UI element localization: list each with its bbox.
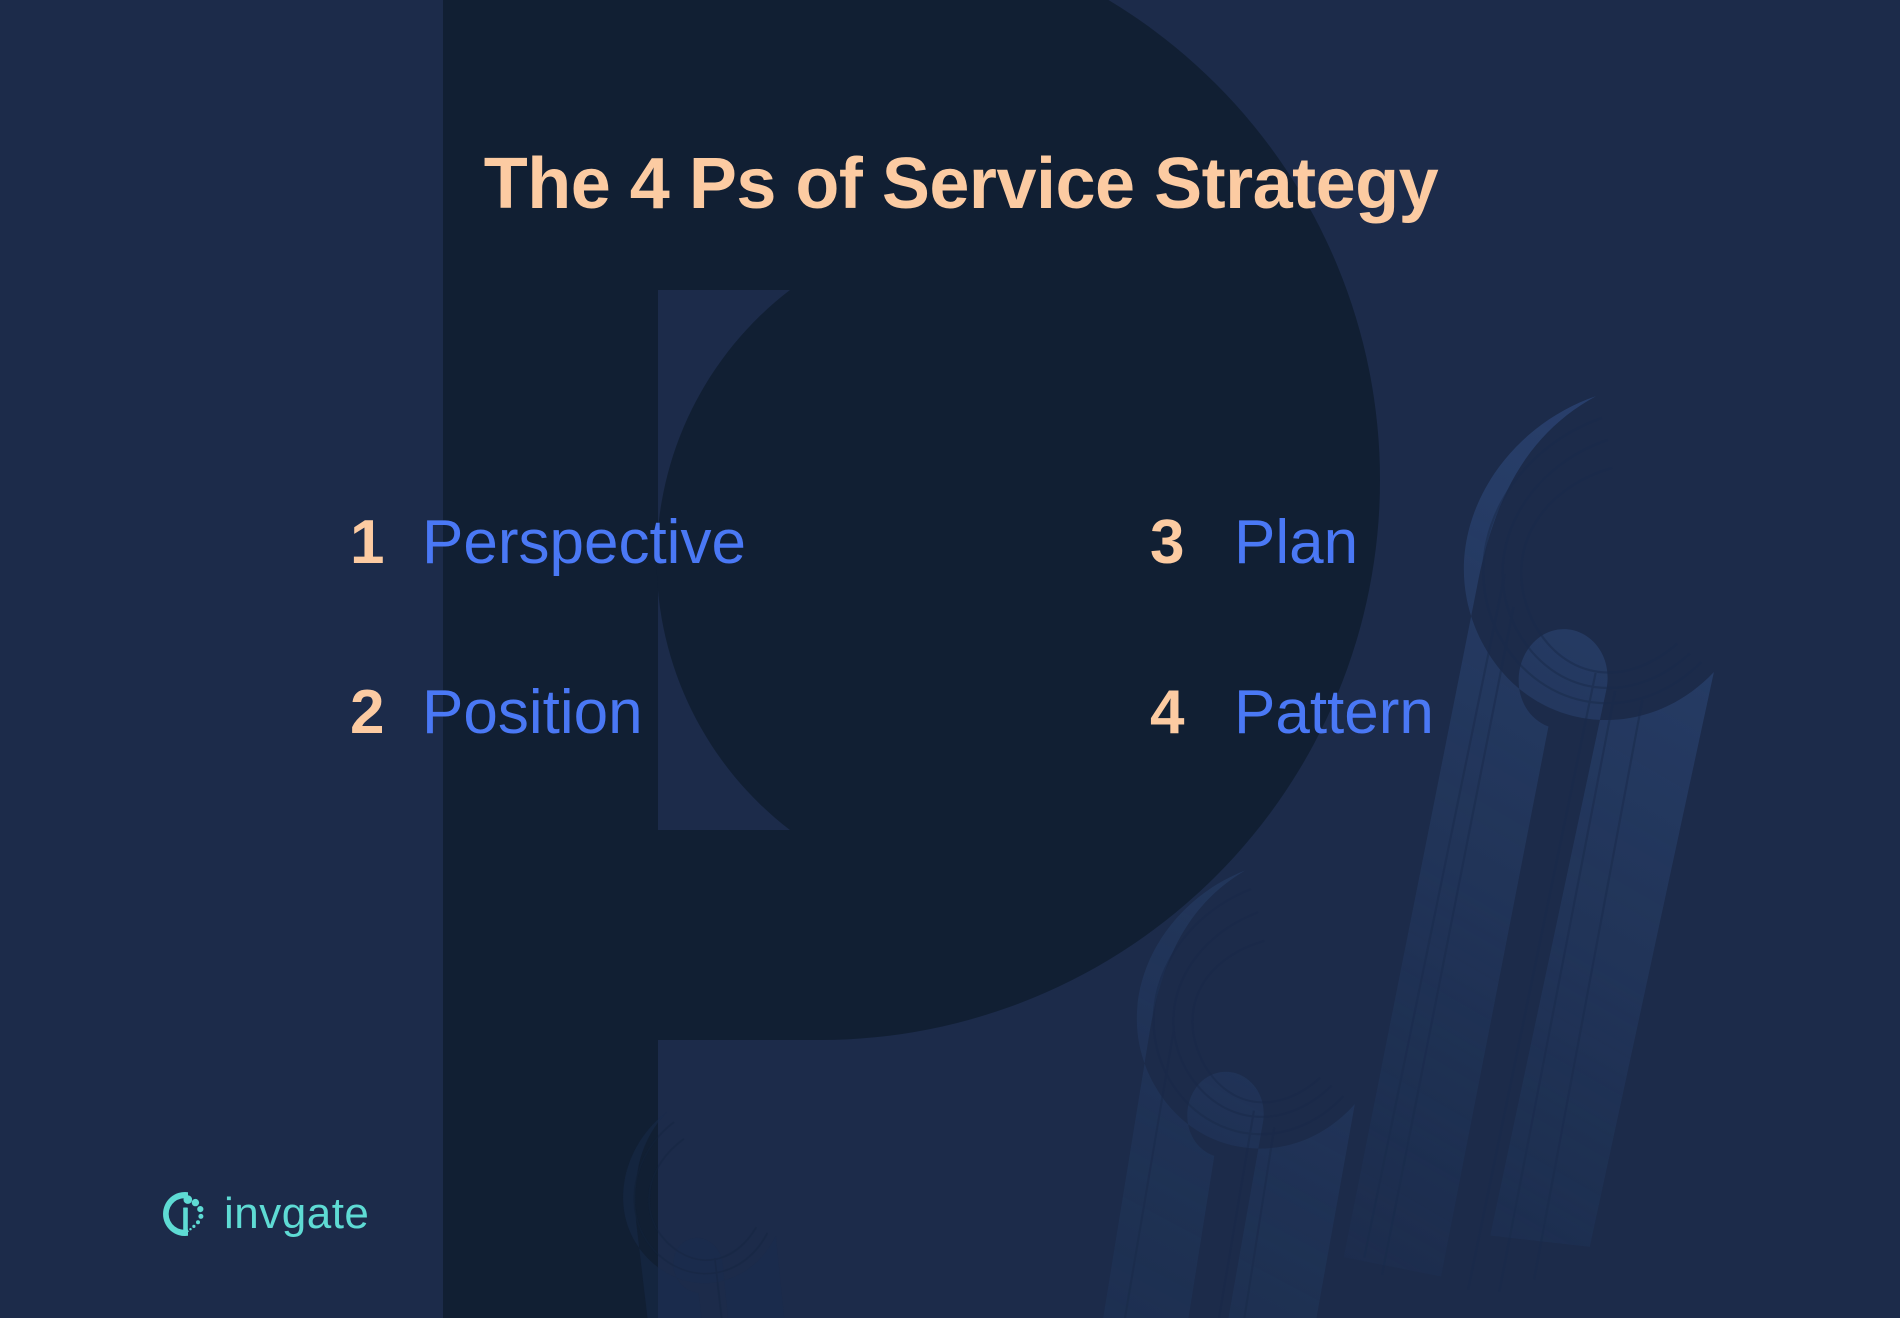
list-item-label: Plan — [1234, 508, 1359, 577]
list-item-position: 2 Position — [350, 682, 1150, 852]
list-item-label: Pattern — [1234, 678, 1434, 747]
invgate-spiral-mark-icon — [158, 1188, 210, 1240]
page-title: The 4 Ps of Service Strategy — [483, 144, 1439, 224]
list-item-pattern: 4 Pattern — [1150, 682, 1590, 852]
watermark-letter-P — [443, 0, 1380, 1318]
list-item-label: Perspective — [422, 508, 746, 577]
invgate-logo: invgate — [158, 1188, 369, 1240]
list-item-number: 1 — [350, 508, 385, 577]
invgate-wordmark: invgate — [224, 1189, 370, 1238]
list-item-number: 4 — [1150, 678, 1185, 747]
list-item-number: 3 — [1150, 508, 1185, 577]
list-item-perspective: 1 Perspective — [350, 512, 1150, 682]
list-item-plan: 3 Plan — [1150, 512, 1590, 682]
brush-strokes — [623, 396, 1714, 1318]
four-ps-list: 1 Perspective 3 Plan 2 Position 4 Patter… — [350, 512, 1590, 852]
list-item-number: 2 — [350, 678, 385, 747]
list-item-label: Position — [422, 678, 643, 747]
